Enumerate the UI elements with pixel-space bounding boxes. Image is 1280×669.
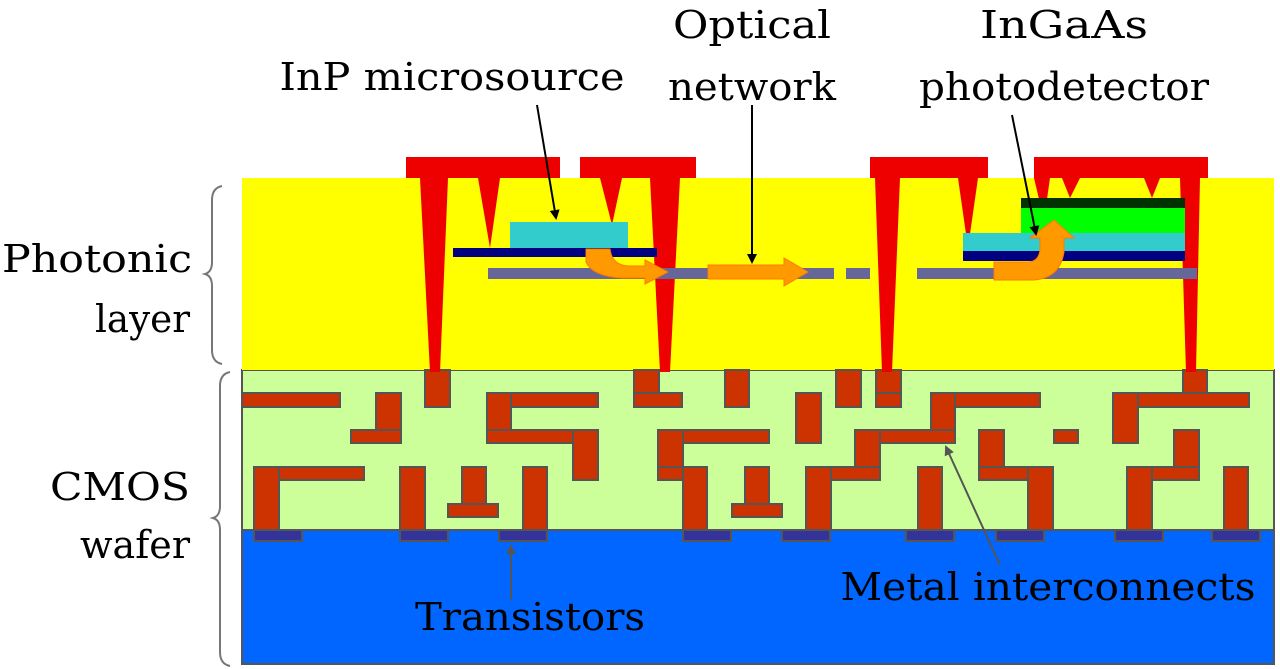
waveguide-segment: [846, 268, 870, 279]
metal-segment: [572, 429, 599, 481]
metal-segment: [253, 466, 280, 531]
label-transistors: Transistors: [415, 595, 645, 639]
leader-ingaas-photodetector: [1011, 114, 1040, 236]
metal-segment: [522, 466, 548, 531]
label-optical-network-line1: Optical: [673, 3, 831, 47]
via-right-2: [1034, 157, 1208, 372]
via-left-2: [580, 157, 696, 372]
transistor: [781, 529, 831, 542]
transistor: [399, 529, 449, 542]
label-photonic-line1: Photonic: [2, 237, 192, 281]
leader-inp-microsource: [536, 104, 560, 220]
metal-segment: [461, 466, 487, 505]
bonding-layer-source: [453, 248, 657, 257]
metal-segment: [744, 466, 770, 505]
label-cmos-line1: CMOS: [50, 465, 190, 509]
metal-segment: [1126, 466, 1153, 531]
transistor: [995, 529, 1045, 542]
detector-inp-layer: [963, 233, 1185, 251]
metal-segment: [875, 392, 902, 408]
inp-microsource: [510, 222, 628, 248]
transistor: [1211, 529, 1261, 542]
metal-segment: [350, 429, 402, 444]
label-inp-microsource: InP microsource: [280, 55, 625, 99]
label-photonic-line2: layer: [95, 297, 191, 341]
metal-segment: [724, 369, 750, 408]
light-absorption-arrow: [993, 219, 1076, 281]
label-ingaas-line2: photodetector: [919, 65, 1210, 109]
transistor: [253, 529, 303, 542]
metal-segment: [805, 466, 832, 531]
transistor: [498, 529, 548, 542]
label-optical-network-line2: network: [668, 65, 837, 109]
metal-segment: [447, 503, 499, 518]
brace-photonic-layer: [201, 185, 223, 365]
metal-segment: [241, 392, 341, 408]
metal-segment: [1112, 392, 1139, 444]
detector-top-contact: [1021, 198, 1185, 208]
metal-segment: [917, 466, 943, 531]
via-right-1: [870, 157, 988, 372]
transistor: [905, 529, 955, 542]
light-arrows-group: [585, 219, 1076, 287]
metal-segment: [1053, 429, 1079, 444]
silicon-substrate: [241, 529, 1275, 665]
vias-group: [406, 157, 1208, 372]
metal-segment: [399, 466, 426, 531]
metal-segment: [1223, 466, 1249, 531]
transistor: [1114, 529, 1164, 542]
via-left-1: [406, 157, 560, 372]
label-metal-interconnects: Metal interconnects: [841, 565, 1256, 609]
metal-segment: [682, 466, 708, 531]
light-coupling-arrow-source: [585, 248, 670, 285]
light-propagation-arrow: [707, 257, 809, 287]
metal-segment: [633, 392, 683, 408]
brace-cmos-wafer: [209, 371, 231, 667]
metal-segment: [424, 369, 451, 408]
metal-segment: [1027, 466, 1054, 531]
metal-interconnects-group: [241, 369, 1250, 531]
label-ingaas-line1: InGaAs: [980, 3, 1148, 47]
label-cmos-line2: wafer: [80, 523, 191, 567]
transistor: [682, 529, 732, 542]
bonding-layer-detector: [963, 251, 1185, 261]
metal-segment: [835, 369, 862, 408]
metal-segment: [731, 503, 783, 518]
metal-segment: [795, 392, 822, 444]
leader-metal-interconnects: [944, 445, 1001, 566]
waveguide-segment: [917, 268, 1197, 279]
